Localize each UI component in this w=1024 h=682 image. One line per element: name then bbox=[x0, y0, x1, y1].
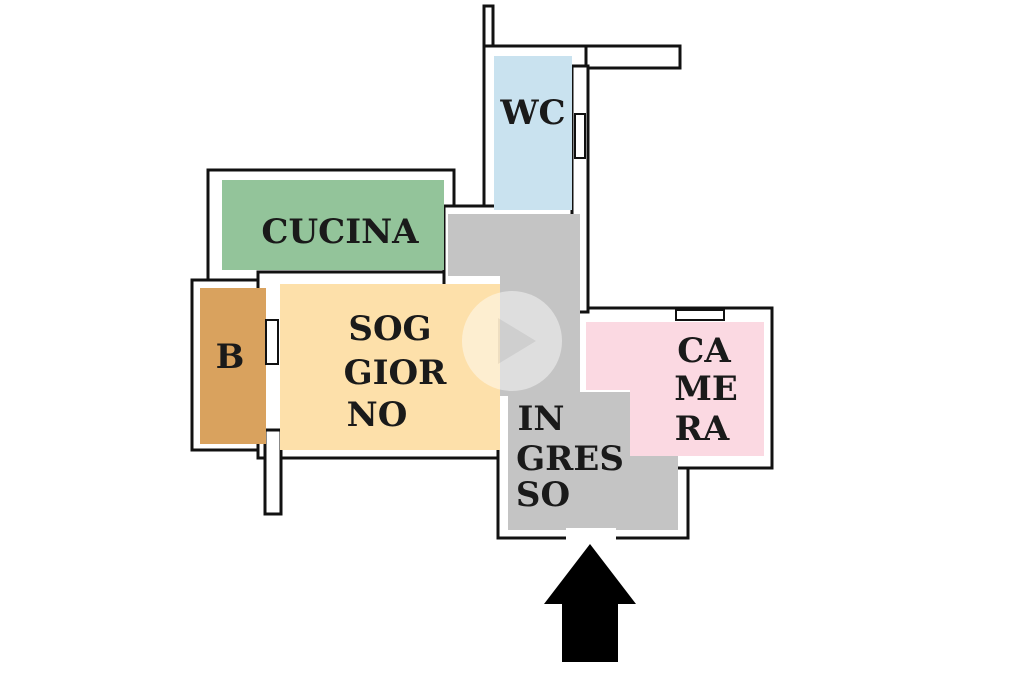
label-camera-1: CA bbox=[677, 331, 731, 371]
window-bagno bbox=[265, 319, 279, 365]
openings bbox=[265, 113, 725, 540]
label-soggiorno-2: GIOR bbox=[344, 353, 448, 393]
label-camera-3: RA bbox=[675, 409, 730, 449]
label-ingresso-3: SO bbox=[516, 475, 570, 515]
wall-segment bbox=[263, 428, 283, 516]
window-wc bbox=[574, 113, 586, 159]
room-labels: WC CUCINA B SOG GIOR NO IN GRES SO CA ME… bbox=[216, 93, 738, 515]
label-soggiorno-3: NO bbox=[347, 395, 408, 435]
room-cucina bbox=[222, 180, 444, 270]
entrance-opening bbox=[566, 528, 616, 540]
label-soggiorno-1: SOG bbox=[348, 309, 431, 349]
label-ingresso-1: IN bbox=[518, 399, 565, 439]
room-camera bbox=[586, 322, 764, 456]
rooms bbox=[200, 56, 764, 530]
label-bagno: B bbox=[216, 337, 245, 377]
room-wc bbox=[494, 56, 572, 210]
label-wc: WC bbox=[499, 93, 565, 133]
window-camera bbox=[675, 309, 725, 321]
entry-arrow-icon bbox=[544, 544, 636, 662]
room-soggiorno bbox=[280, 284, 500, 450]
room-ingresso bbox=[448, 214, 678, 530]
label-ingresso-2: GRES bbox=[516, 439, 624, 479]
label-cucina: CUCINA bbox=[261, 212, 419, 252]
play-icon[interactable] bbox=[498, 318, 536, 364]
room-bagno bbox=[200, 288, 266, 444]
play-button[interactable] bbox=[462, 291, 562, 391]
label-camera-2: ME bbox=[674, 369, 738, 409]
